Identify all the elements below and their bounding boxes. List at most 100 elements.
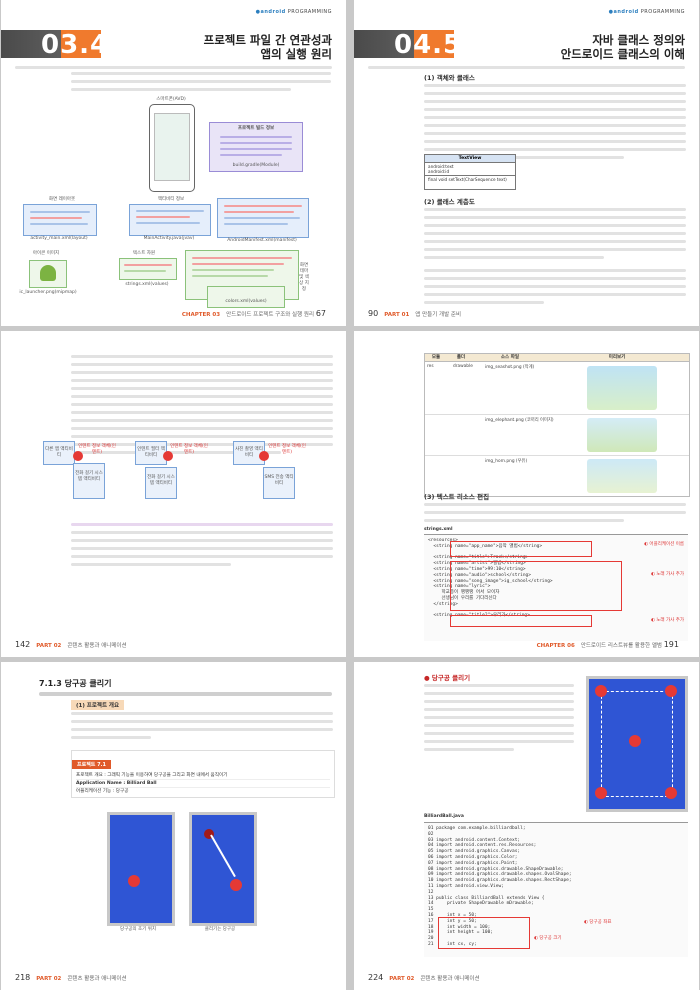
table-row: img_horn.png (우유) [425,456,689,496]
step-badge-icon [73,451,83,461]
table-row: res drawable img_seashot.png (작게) [425,362,689,415]
resource-table: 모듈 폴더 소스 파일 미리보기 res drawable img_seasho… [424,353,690,497]
highlight-box [450,541,592,557]
billiard-ball-icon [595,685,607,697]
main-activity-box [129,204,211,236]
overview-title: 프로젝트 7.1 [72,760,111,769]
body-text [71,712,333,739]
overview-row: Application Name : Billiard Ball [76,780,330,788]
book-page-224: ● 당구공 클리기 BilliardBall.java 01 package c… [354,662,699,990]
class-box-header: TextView [425,155,515,163]
body-text [424,503,686,522]
heading-class-hierarchy: (2) 클래스 계층도 [424,198,475,206]
body-text-2 [424,208,686,304]
billiard-ball-icon [665,685,677,697]
main-activity-file: MainActivity.java(jvav) [143,236,195,241]
code-file-title: BilliardBall.java [424,814,464,819]
manifest-file: AndroidManifest.xml(manifest) [227,238,297,243]
horn-image [587,459,657,493]
billiard-ball-icon [128,875,140,887]
java-code-block: 01 package com.example.billiardball; 02 … [424,822,688,957]
annotation: ◐ 어플리케이션 이름 [644,542,684,547]
project-overview-box: 프로젝트 7.1 프로젝트 개요 : 그래픽 기능을 이용하여 당구공을 그리고… [71,750,335,798]
table-row: img_elephant.png (코끼리 이미지) [425,415,689,456]
highlight-box [450,615,592,627]
annotation: ◐ 당구공 좌표 [584,920,612,925]
billiard-diagram [586,676,688,812]
billiard-ball-icon [629,735,641,747]
strings-code-block: <resources> <string name="app_name">음악 앨… [424,534,688,641]
icon-box [29,260,67,288]
styles-side-label: 화면 테마 및 색상 지정 [299,263,309,292]
icon-file: ic_launcher.png(mipmap) [19,290,77,295]
manifest-label: 액티비티 정보 [157,197,185,202]
shot-line [210,834,236,878]
title-rule [15,66,332,69]
android-icon [40,265,56,281]
heading-text-resource: (3) 텍스트 리소스 편집 [424,493,490,501]
step-badge-icon [163,451,173,461]
colors-box: colors.xml(values) [207,286,285,308]
touch-point-icon [204,829,214,839]
table-header: 모듈 폴더 소스 파일 미리보기 [425,354,689,362]
heading-rule [39,692,332,696]
class-field: android:text [428,164,454,169]
elephant-image [587,418,657,452]
caption-rolling: 클리기는 당구공 [204,927,236,932]
body-text [71,72,331,91]
caption-initial: 당구공의 초기 위치 [120,927,156,932]
layout-label: 화면 레이아웃 [48,197,76,202]
section-number: 03.4 [41,30,110,60]
seashot-image [587,366,657,410]
brand-header: ●android PROGRAMMING [608,9,685,15]
layout-file: activity_main.xml(layout) [30,236,88,241]
overview-row: 프로젝트 개요 : 그래픽 기능을 이용하여 당구공을 그리고 화면 내에서 움… [76,772,330,780]
billiard-ball-icon [230,879,242,891]
brand-header: ●android PROGRAMMING [255,9,332,15]
heading-objects-classes: (1) 객체와 클래스 [424,74,475,82]
highlight-box [438,917,530,949]
section-accent [61,30,101,58]
phone-screenshot-rolling [189,812,257,926]
book-page-191: 모듈 폴더 소스 파일 미리보기 res drawable img_seasho… [354,331,699,657]
book-page-67: ●android PROGRAMMING 03.4 프로젝트 파일 간 연관성과… [1,0,346,326]
class-field: android:id [428,169,450,174]
billiard-ball-icon [595,787,607,799]
phone-screen [154,113,190,181]
book-page-218: 7.1.3 당구공 클리기 (1) 프로젝트 개요 프로젝트 7.1 프로젝트 … [1,662,346,990]
annotation: ◐ 노래 가사 추가 [650,618,684,623]
highlight-box [450,561,622,611]
class-method: final void setText(CharSequence text) [428,177,507,182]
bounds-box [601,691,673,797]
strings-label: 텍스트 자원 [132,251,156,256]
body-text-2 [71,523,333,566]
annotation: ◐ 당구공 크기 [534,936,562,941]
manifest-box [217,198,309,238]
phone-frame [149,104,195,192]
gradle-box: 프로젝트 빌드 정보 build.gradle(Module) [209,122,303,172]
section-number: 04.5 [394,30,463,60]
section-accent [414,30,454,58]
body-text [424,684,574,751]
sub-heading: (1) 프로젝트 개요 [71,700,125,710]
step-badge-icon [259,451,269,461]
book-page-142: 다른 앱 액티비티 전화 걸기 시스템 액티비티 인텐트 정보 객체(인텐트) … [1,331,346,657]
strings-box [119,258,177,280]
code-file-title: strings.xml [424,527,453,532]
code-lines: 01 package com.example.billiardball; 02 … [428,826,572,947]
strings-file: strings.xml(values) [125,282,169,287]
annotation: ◐ 노래 가사 추가 [650,572,684,577]
phone-screenshot-initial [107,812,175,926]
layout-box [23,204,97,236]
overview-row: 어플리케이션 기능 : 당구공 [76,789,129,794]
section-heading: ● 당구공 클리기 [424,674,471,682]
